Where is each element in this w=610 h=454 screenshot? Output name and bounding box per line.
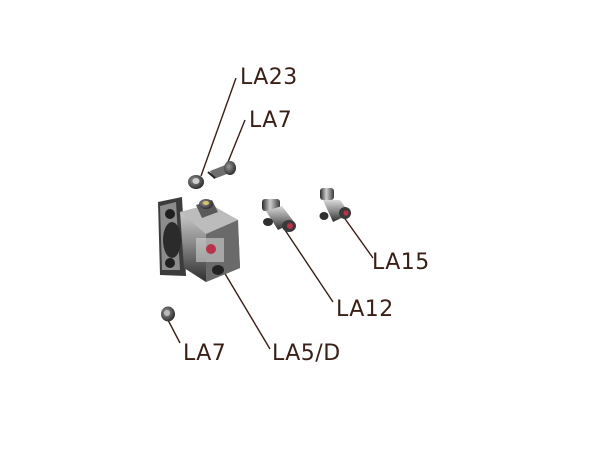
part-la7-bolt-top [207, 161, 236, 179]
callout-la7-top: LA7 [249, 108, 293, 133]
callout-la15: LA15 [372, 250, 430, 275]
part-la23-nut [188, 175, 204, 189]
leader-la15 [342, 215, 374, 259]
callout-la7-bottom: LA7 [183, 341, 227, 366]
part-la12-fitting [262, 199, 296, 232]
part-la5d-gear-pump [158, 197, 240, 282]
part-la15-fitting [319, 188, 351, 222]
callout-la12: LA12 [336, 297, 394, 322]
leader-la5d [217, 261, 271, 350]
part-la7-nut-bottom [161, 306, 175, 322]
leader-la23 [200, 77, 237, 177]
leader-la7-top [227, 119, 246, 163]
callout-la23: LA23 [240, 65, 298, 90]
leader-lines [167, 77, 374, 350]
callout-la5d: LA5/D [272, 341, 341, 366]
leader-la12 [282, 226, 334, 303]
leader-la7-bottom [167, 319, 181, 344]
